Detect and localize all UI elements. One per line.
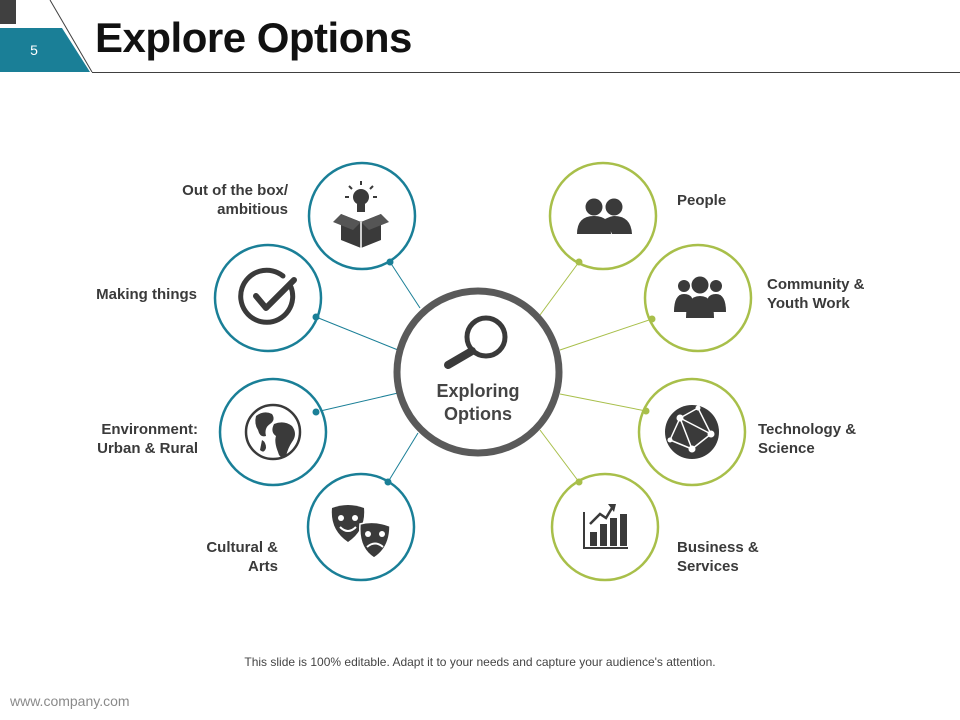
node-business [550,472,660,582]
footer-url[interactable]: www.company.com [10,693,130,709]
node-out-of-the-box [307,161,417,271]
label-community-line2: Youth Work [767,295,850,312]
node-technology [637,377,747,487]
label-business-line1: Business & [677,539,759,556]
node-cultural-arts [306,472,416,582]
page-title: Explore Options [95,14,412,61]
connector-community [559,318,653,351]
label-technology-line1: Technology & [758,421,857,438]
connector-environment [315,392,399,413]
node-community [643,243,753,353]
label-out-of-the-box-line1: Out of the box/ [182,182,288,199]
label-people-line1: People [677,192,727,209]
center-label-line2: Options [444,404,512,424]
label-environment-line2: Urban & Rural [97,440,198,457]
label-environment-line1: Environment: [101,421,198,438]
label-people: People [677,191,726,210]
connector-technology [559,393,647,412]
label-business-line2: Services [677,558,739,575]
center-label: Exploring Options [398,380,558,426]
two-people-icon [577,198,632,234]
label-out-of-the-box-line2: ambitious [217,201,288,218]
node-people [548,161,658,271]
footer-note: This slide is 100% editable. Adapt it to… [244,655,716,669]
corner-block [0,0,16,24]
magnifier-icon [444,315,508,369]
growth-chart-icon [583,504,628,549]
label-community-line1: Community & [767,276,865,293]
label-making-things: Making things [96,285,197,304]
label-community: Community & Youth Work [767,275,865,313]
label-cultural-arts-line1: Cultural & [206,539,278,556]
connector-cultural [387,432,419,483]
globe-icon [244,403,302,461]
connector-making-things [315,316,399,351]
lightbulb-box-icon [333,181,389,248]
connector-people [539,261,580,316]
network-globe-icon [665,405,719,459]
label-making-things-line1: Making things [96,286,197,303]
label-business: Business & Services [677,538,759,576]
slide-number: 5 [30,42,38,58]
connector-out-of-box [389,261,421,309]
connector-business [539,429,580,483]
checkmark-circle-icon [238,267,297,325]
label-cultural-arts-line2: Arts [247,558,278,575]
node-making-things [213,243,323,353]
label-cultural-arts: Cultural & Arts [206,538,278,576]
label-environment: Environment: Urban & Rural [97,420,198,458]
node-environment [218,377,328,487]
label-technology: Technology & Science [758,420,856,458]
center-label-line1: Exploring [436,381,520,401]
group-icon [674,276,726,318]
center-circle [393,287,563,457]
label-technology-line2: Science [758,440,815,457]
theater-masks-icon [331,505,391,559]
header-rule [92,72,960,73]
label-out-of-the-box: Out of the box/ ambitious [182,181,288,219]
connectors [315,261,653,483]
